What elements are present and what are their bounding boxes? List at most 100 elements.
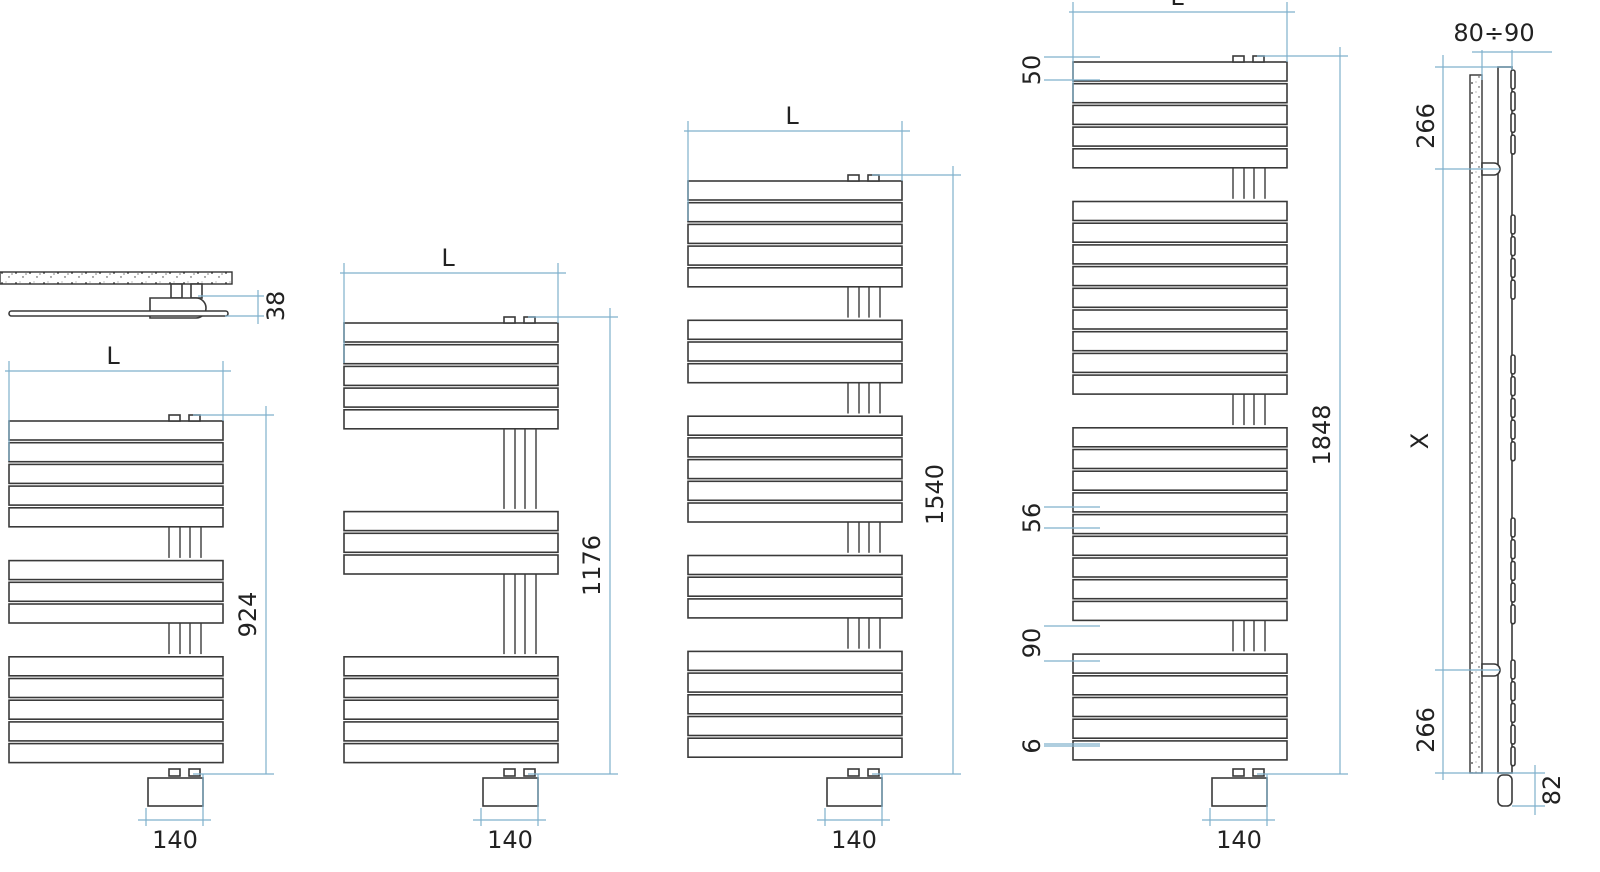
radiator-panel — [8, 699, 224, 721]
valve-spacing-label: 140 — [487, 826, 533, 854]
radiator-panel — [687, 693, 903, 715]
radiator-panel-plan — [8, 310, 229, 317]
bottom-connector — [1252, 768, 1265, 777]
wall-distance-label: 80÷90 — [1453, 19, 1534, 47]
bracket-spacing-label: X — [1406, 433, 1434, 449]
radiator-panel — [8, 581, 224, 603]
radiator-panel — [343, 699, 559, 721]
panel-edge — [1510, 257, 1516, 279]
radiator-panel — [343, 365, 559, 387]
width-label: L — [106, 342, 120, 370]
panel-pitch-label: 56 — [1018, 503, 1046, 534]
radiator-panel — [1072, 448, 1288, 470]
panel-edge — [1510, 680, 1516, 702]
radiator-panel — [687, 554, 903, 576]
radiator-panel — [8, 655, 224, 677]
panel-edge — [1510, 724, 1516, 745]
radiator-panel — [687, 650, 903, 672]
panel-edge — [1510, 235, 1516, 257]
radiator-panel — [343, 554, 559, 575]
bottom-connector — [168, 768, 181, 777]
valve-height-label: 82 — [1538, 775, 1566, 806]
bottom-connector — [188, 768, 201, 777]
radiator-panel — [343, 721, 559, 742]
radiator-panel — [8, 559, 224, 581]
radiator-panel — [343, 322, 559, 343]
radiator-panel — [8, 485, 224, 506]
radiator-panel — [1072, 492, 1288, 513]
panel-edge — [1510, 603, 1516, 625]
panel-edge — [1510, 538, 1516, 560]
radiator-panel — [343, 742, 559, 764]
panel-edge — [1510, 397, 1516, 419]
radiator-panel — [8, 721, 224, 742]
radiator-panel — [687, 341, 903, 362]
radiator-panel — [687, 245, 903, 266]
radiator-panel — [343, 387, 559, 408]
radiator-panel — [1072, 374, 1288, 395]
valve-body — [482, 777, 539, 807]
panel-edge — [1510, 419, 1516, 440]
radiator-panel — [1072, 287, 1288, 309]
panel-edge — [1510, 112, 1516, 134]
radiator-panel — [687, 180, 903, 201]
panel-edge — [1510, 517, 1516, 538]
side-view: 80÷90 266 X 266 82 — [1406, 19, 1566, 815]
radiator-panel — [1072, 578, 1288, 600]
radiator-panel — [1072, 740, 1288, 761]
bottom-connector — [867, 768, 880, 777]
panel-edge — [1510, 659, 1516, 680]
radiator-panel — [1072, 557, 1288, 578]
radiator-panel — [1072, 200, 1288, 222]
bottom-connector — [503, 768, 516, 777]
height-label: 1540 — [921, 464, 949, 525]
panel-edge — [1510, 702, 1516, 724]
radiator-panel — [687, 502, 903, 523]
top-connector — [867, 174, 880, 182]
radiator-panel — [1072, 222, 1288, 243]
radiator-panel — [1072, 309, 1288, 330]
radiator-panel — [8, 603, 224, 624]
radiator-panel — [343, 532, 559, 554]
radiator-panel — [687, 266, 903, 288]
top-connector — [188, 414, 201, 422]
panel-edge — [1510, 582, 1516, 603]
panel-edge — [1510, 134, 1516, 155]
radiator-panel — [8, 420, 224, 441]
radiator-panel — [1072, 244, 1288, 265]
height-label: 1176 — [578, 535, 606, 596]
valve-spacing-label: 140 — [1216, 826, 1262, 854]
pipe — [170, 283, 183, 299]
radiator-panel — [8, 506, 224, 528]
radiator-panel — [1072, 148, 1288, 169]
radiator-panel — [687, 415, 903, 437]
valve — [1497, 774, 1513, 807]
top-connector — [503, 316, 516, 324]
radiator-panel — [1072, 535, 1288, 557]
wall — [1469, 74, 1483, 774]
panel-edge — [1510, 354, 1516, 375]
top-connector — [168, 414, 181, 422]
panel-edge — [1510, 440, 1516, 462]
valve-body — [147, 777, 204, 807]
radiator-panel — [687, 480, 903, 502]
radiator-panel — [1072, 674, 1288, 696]
panel-gap-label: 6 — [1018, 738, 1046, 753]
valve-spacing-label: 140 — [831, 826, 877, 854]
radiator-panel — [343, 677, 559, 699]
height-label: 1848 — [1308, 404, 1336, 465]
radiator-panel — [687, 223, 903, 245]
radiator-panel — [1072, 600, 1288, 622]
radiator-panel — [343, 655, 559, 677]
radiator-panel — [343, 343, 559, 365]
radiator-panel — [687, 598, 903, 619]
radiator-panel — [1072, 104, 1288, 126]
radiator-panel — [1072, 426, 1288, 448]
radiator-panel — [1072, 61, 1288, 82]
top-connector — [1252, 55, 1265, 63]
radiator-panel — [343, 510, 559, 532]
panel-edge — [1510, 279, 1516, 300]
radiator-panel — [687, 437, 903, 458]
